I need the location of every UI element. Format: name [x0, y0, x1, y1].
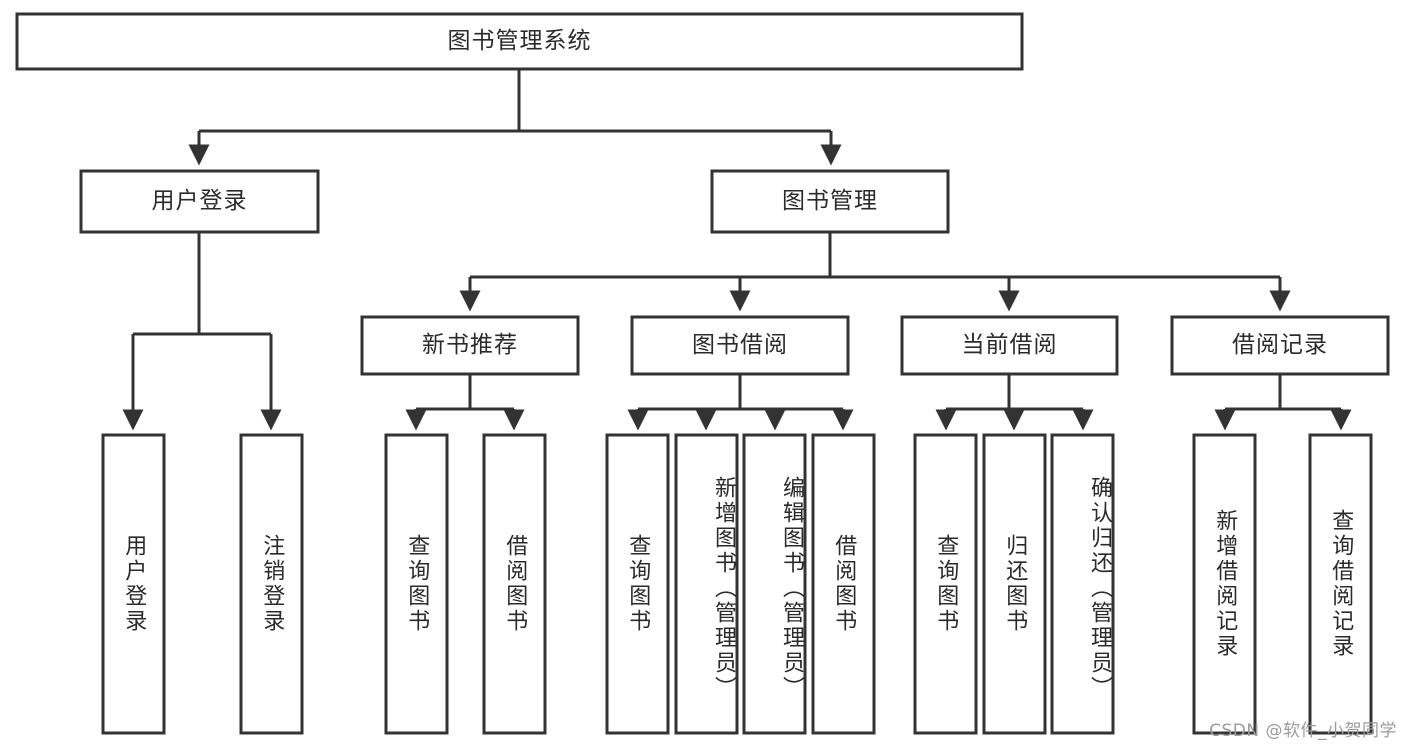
node-leaf-borrow-record-1[interactable] [1192, 433, 1257, 735]
node-current-borrow[interactable] [900, 315, 1119, 376]
node-book-borrow[interactable] [630, 315, 850, 376]
node-leaf-new-book-1[interactable] [384, 433, 449, 735]
node-leaf-book-borrow-3[interactable] [742, 433, 807, 735]
connector-current-borrow-bus [946, 374, 1083, 411]
node-user-login[interactable] [79, 169, 320, 234]
connector-book-borrow-bus [638, 374, 843, 411]
connector-book-manage-bus [470, 232, 1280, 279]
node-leaf-current-borrow-3[interactable] [1050, 433, 1115, 735]
connector-new-book-bus [416, 374, 514, 411]
node-leaf-current-borrow-1[interactable] [913, 433, 978, 735]
node-leaf-book-borrow-4[interactable] [811, 433, 876, 735]
csdn-watermark: CSDN @软件_小贺同学 [1209, 721, 1397, 741]
node-leaf-user-login-1[interactable] [101, 433, 166, 735]
node-leaf-book-borrow-1[interactable] [605, 433, 670, 735]
node-root-system[interactable] [15, 12, 1024, 71]
connector-borrow-record-bus [1225, 374, 1341, 411]
node-leaf-borrow-record-2[interactable] [1308, 433, 1373, 735]
node-leaf-user-login-2[interactable] [239, 433, 304, 735]
node-leaf-current-borrow-2[interactable] [982, 433, 1047, 735]
connector-user-login-bus [133, 232, 271, 336]
node-new-book-recommend[interactable] [360, 315, 580, 376]
node-leaf-book-borrow-2[interactable] [674, 433, 739, 735]
node-borrow-record[interactable] [1170, 315, 1390, 376]
connector-root-bus [199, 69, 831, 133]
node-book-manage[interactable] [710, 169, 950, 234]
node-leaf-new-book-2[interactable] [482, 433, 547, 735]
